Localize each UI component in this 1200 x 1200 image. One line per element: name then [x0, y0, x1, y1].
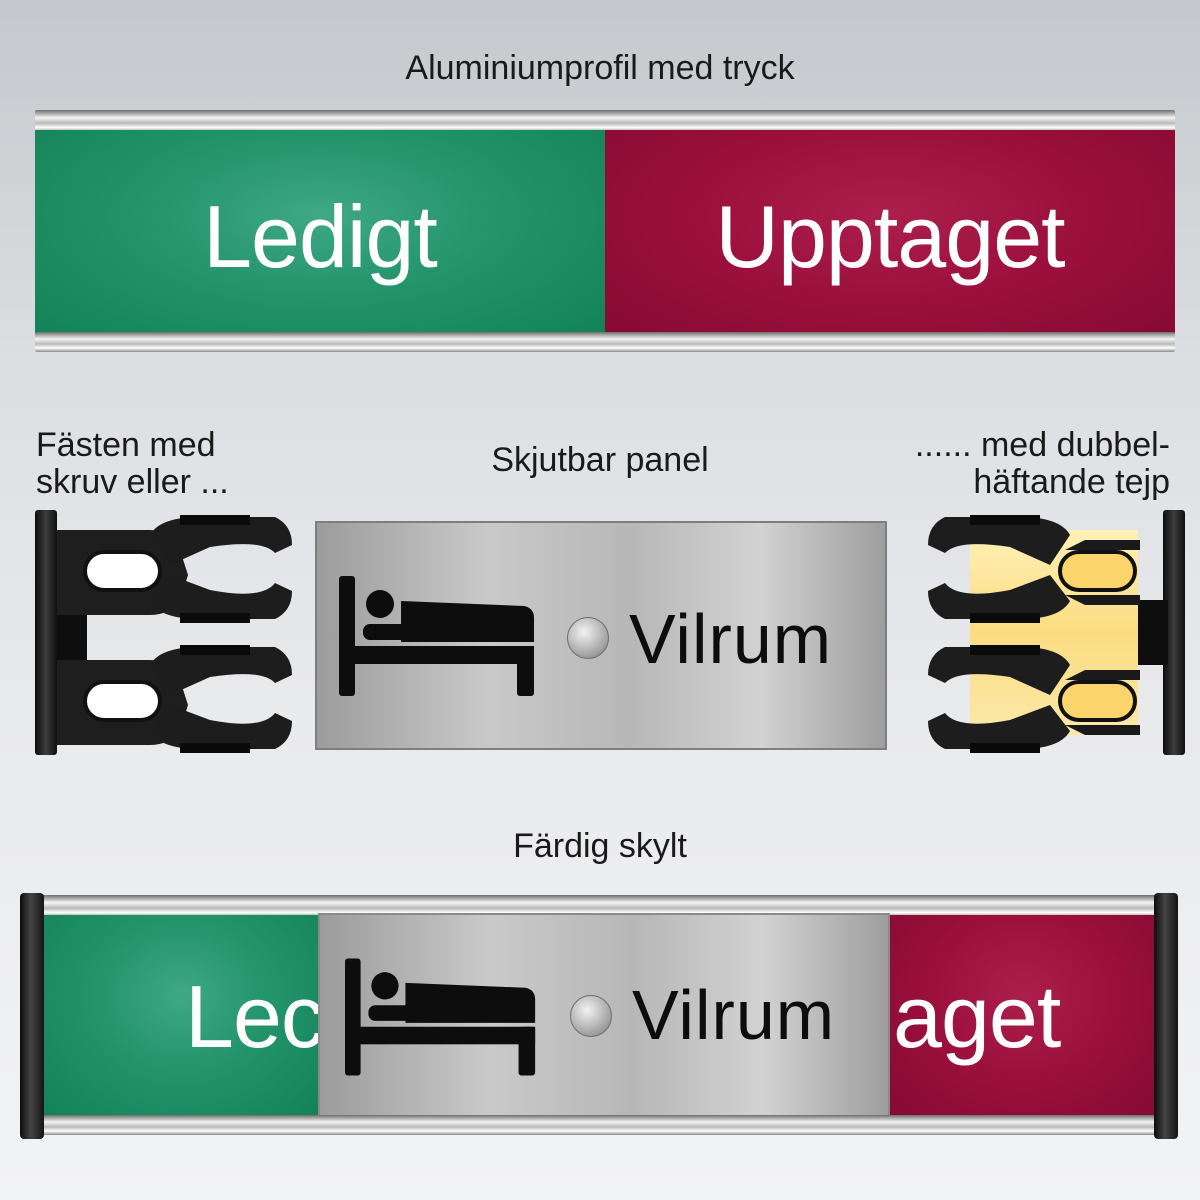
- bed-person-icon: [339, 576, 534, 696]
- left-caption-line1: Fästen med: [36, 426, 216, 464]
- profile-top-rail: [35, 110, 1175, 132]
- right-caption: ...... med dubbel- häftande tejp: [850, 426, 1170, 502]
- sign-panel-dot: [570, 995, 612, 1037]
- tape-bracket-icon: [928, 510, 1185, 755]
- aluminium-profile: Ledigt Upptaget: [35, 110, 1175, 365]
- right-caption-line1: ...... med dubbel-: [914, 426, 1170, 464]
- screw-bracket-icon: [35, 510, 292, 755]
- panel-vilrum-text: Vilrum: [629, 600, 833, 678]
- ledigt-text: Ledigt: [203, 186, 438, 286]
- upptaget-panel: Upptaget: [605, 130, 1175, 343]
- ledigt-panel: Ledigt: [35, 130, 605, 343]
- bottom-title: Färdig skylt: [513, 827, 687, 865]
- left-caption-line2: skruv eller ...: [36, 463, 229, 502]
- right-caption-line2: häftande tejp: [973, 463, 1170, 502]
- sign-ledigt-text: Lec: [185, 966, 322, 1066]
- sign-bed-person-icon: [345, 958, 536, 1076]
- left-caption: Fästen med skruv eller ...: [36, 426, 336, 502]
- sign-right-endcap: [1154, 893, 1178, 1139]
- sign-ledigt-panel: Lec: [42, 915, 322, 1118]
- sign-sliding-panel: Vilrum: [318, 913, 890, 1118]
- panel-dot: [567, 617, 609, 659]
- profile-bottom-rail: [35, 332, 1175, 352]
- sign-left-endcap: [20, 893, 44, 1139]
- sign-top-rail: [40, 895, 1160, 917]
- sign-upptaget-panel: aget: [888, 915, 1158, 1118]
- sign-bottom-rail: [40, 1115, 1160, 1135]
- sliding-panel: Vilrum: [315, 521, 887, 750]
- center-caption: Skjutbar panel: [491, 441, 709, 479]
- sign-upptaget-text: aget: [893, 966, 1061, 1066]
- sign-panel-vilrum-text: Vilrum: [632, 976, 836, 1054]
- finished-sign: Lec aget Vilrum: [20, 893, 1180, 1143]
- top-title: Aluminiumprofil med tryck: [405, 49, 795, 87]
- upptaget-text: Upptaget: [715, 186, 1065, 286]
